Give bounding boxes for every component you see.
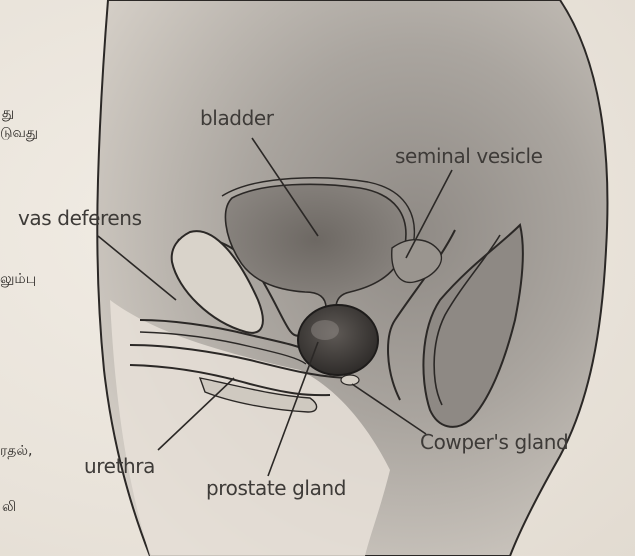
label-urethra: urethra xyxy=(84,456,155,476)
margin-text-4: ரதல், xyxy=(0,444,32,458)
margin-text-5: லி xyxy=(2,500,16,514)
margin-text-1: து xyxy=(2,106,14,120)
margin-text-3: லும்பு xyxy=(0,272,36,286)
label-vas-deferens: vas deferens xyxy=(18,208,142,228)
margin-text-2: டுவது xyxy=(0,126,38,140)
label-bladder: bladder xyxy=(200,108,274,128)
prostate-highlight xyxy=(311,320,339,340)
label-seminal-vesicle: seminal vesicle xyxy=(395,146,543,166)
cowpers-gland-organ xyxy=(341,375,359,385)
label-prostate-gland: prostate gland xyxy=(206,478,346,498)
label-cowpers-gland: Cowper's gland xyxy=(420,432,568,452)
